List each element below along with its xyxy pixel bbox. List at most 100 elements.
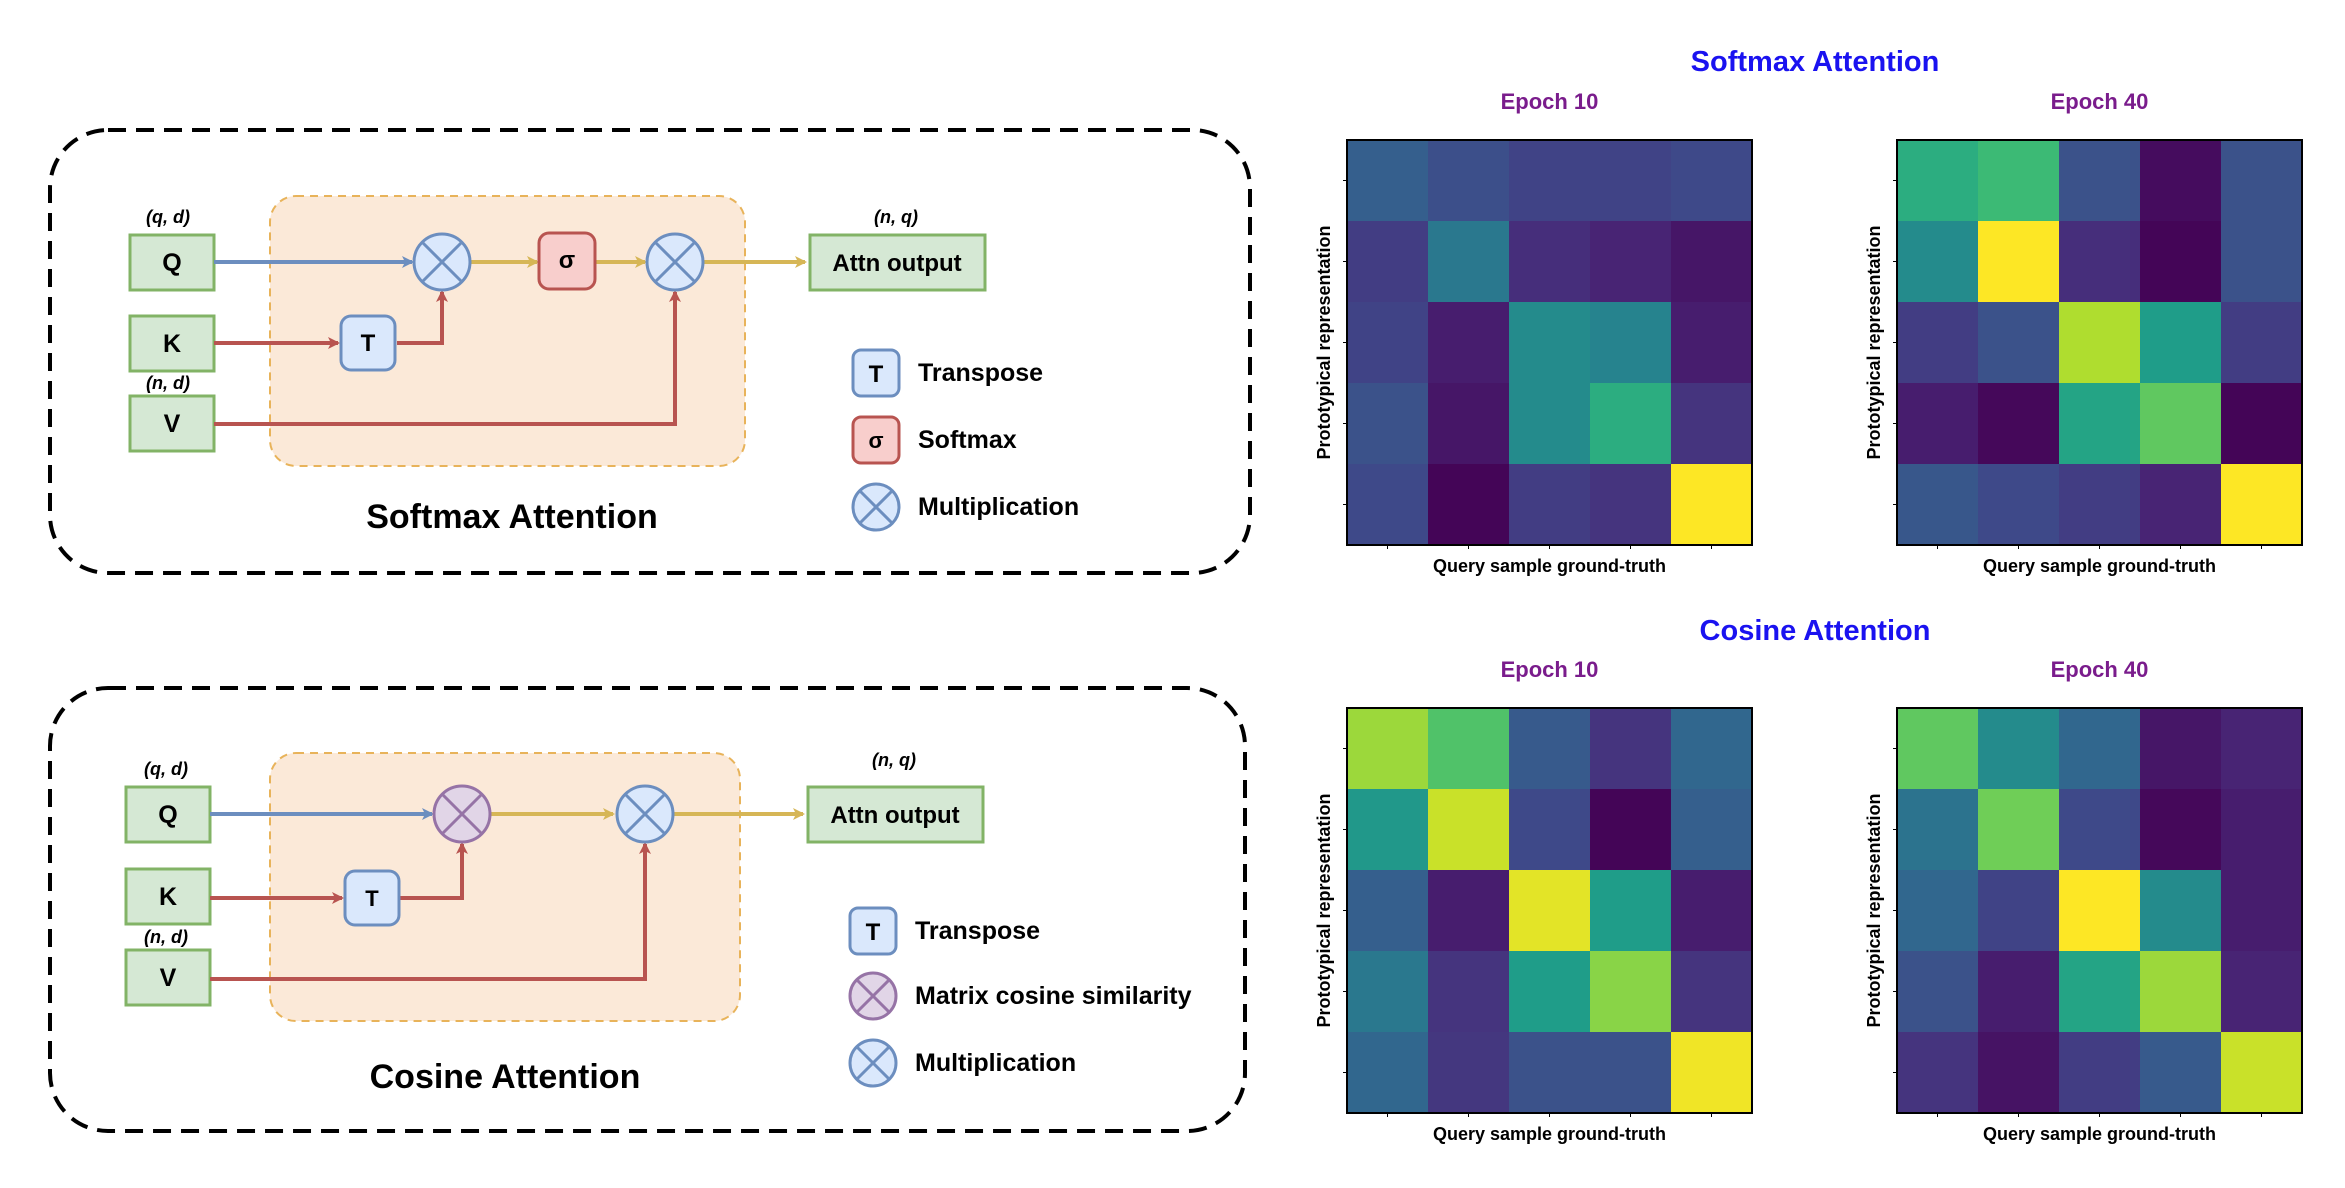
output-label: Attn output bbox=[832, 250, 961, 277]
transpose-legend-icon bbox=[851, 348, 901, 398]
transpose-legend-symbol: T bbox=[866, 919, 881, 946]
heatmap-title: Epoch 10 bbox=[1501, 657, 1599, 682]
multiply-icon bbox=[412, 232, 472, 292]
transpose-node-label: T bbox=[361, 330, 376, 357]
heatmap-cell bbox=[2221, 221, 2303, 303]
heatmap-cell bbox=[1428, 140, 1510, 222]
softmax-node-label: σ bbox=[559, 247, 575, 274]
multiply-legend-icon bbox=[848, 1038, 898, 1088]
heatmap-cell bbox=[1978, 383, 2060, 465]
heatmap-cell bbox=[1897, 464, 1979, 546]
cosine-attention-panel: (q, d) Q K (n, d) V T (n, q) Attn output bbox=[48, 686, 1247, 1133]
panel-title: Cosine Attention bbox=[370, 1058, 641, 1096]
heatmap-cell bbox=[1347, 708, 1429, 790]
transpose-arrow bbox=[400, 842, 468, 900]
v-arrow bbox=[210, 842, 651, 981]
heatmap-title: Epoch 40 bbox=[2051, 89, 2149, 114]
heatmap-cell bbox=[2221, 951, 2303, 1033]
heatmap-cell bbox=[2059, 140, 2141, 222]
heatmap-ylabel: Prototypical representation bbox=[1864, 225, 1884, 459]
heatmap-cell bbox=[2221, 383, 2303, 465]
q-box bbox=[124, 785, 212, 844]
heatmap-cell bbox=[1509, 140, 1591, 222]
output-box bbox=[808, 233, 987, 292]
heatmap-cell bbox=[1347, 870, 1429, 952]
heatmap-cell bbox=[2059, 464, 2141, 546]
heatmap-cell bbox=[1897, 951, 1979, 1033]
q-label: Q bbox=[158, 801, 177, 829]
heatmap-cell bbox=[2140, 464, 2222, 546]
heatmap-cell bbox=[1671, 383, 1753, 465]
heatmap-cell bbox=[1590, 140, 1672, 222]
heatmap-cell bbox=[2140, 383, 2222, 465]
cosine-legend-label: Matrix cosine similarity bbox=[915, 982, 1192, 1010]
v-box bbox=[128, 394, 216, 453]
q-box bbox=[128, 233, 216, 292]
heatmap-cell bbox=[2221, 789, 2303, 871]
kv-shape-label: (n, d) bbox=[146, 373, 190, 393]
heatmap-cell bbox=[1347, 951, 1429, 1033]
heatmap-cell bbox=[1590, 383, 1672, 465]
heatmap-cell bbox=[1671, 221, 1753, 303]
k-label: K bbox=[163, 330, 181, 358]
heatmap-cell bbox=[2059, 302, 2141, 384]
heatmap-cell bbox=[1671, 140, 1753, 222]
heatmap-cell bbox=[1509, 708, 1591, 790]
v-label: V bbox=[164, 410, 181, 438]
kv-shape-label: (n, d) bbox=[144, 927, 188, 947]
heatmap-cell bbox=[1347, 383, 1429, 465]
heatmap-cell bbox=[2059, 951, 2141, 1033]
heatmap-cell bbox=[1978, 1032, 2060, 1114]
heatmap-cell bbox=[2140, 1032, 2222, 1114]
heatmap-cell bbox=[2140, 221, 2222, 303]
heatmap-cell bbox=[2140, 708, 2222, 790]
heatmap-ylabel: Prototypical representation bbox=[1314, 225, 1334, 459]
heatmap-cell bbox=[1347, 789, 1429, 871]
q-shape-label: (q, d) bbox=[146, 207, 190, 227]
output-box bbox=[806, 785, 985, 844]
heatmap-cell bbox=[1978, 221, 2060, 303]
heatmap-cell bbox=[1897, 302, 1979, 384]
cosine-legend-icon bbox=[848, 971, 898, 1021]
panel-dashed-border bbox=[48, 128, 1252, 575]
heatmap-cell bbox=[2221, 870, 2303, 952]
heatmap-cell bbox=[1978, 951, 2060, 1033]
heatmap-xlabel: Query sample ground-truth bbox=[1433, 556, 1666, 576]
heatmap-cell bbox=[2059, 221, 2141, 303]
cosine-similarity-icon bbox=[432, 784, 492, 844]
out-shape-label: (n, q) bbox=[872, 750, 916, 770]
heatmap-cell bbox=[1978, 302, 2060, 384]
heatmap-cell bbox=[2140, 140, 2222, 222]
legend: T Transpose Matrix cosine similarity Mul… bbox=[848, 906, 1192, 1088]
heatmap-cell bbox=[2221, 140, 2303, 222]
v-arrow bbox=[214, 290, 681, 426]
heatmap-cell bbox=[1509, 464, 1591, 546]
transpose-node bbox=[343, 869, 401, 927]
panel-dashed-border bbox=[48, 686, 1247, 1133]
heatmap-cell bbox=[1978, 870, 2060, 952]
softmax-node bbox=[537, 231, 597, 291]
softmax-legend-symbol: σ bbox=[868, 428, 883, 453]
heatmap-cell bbox=[1509, 789, 1591, 871]
heatmap-cell bbox=[2140, 951, 2222, 1033]
heatmap-cell bbox=[1897, 1032, 1979, 1114]
heatmap-cell bbox=[1428, 789, 1510, 871]
heatmap-cell bbox=[1590, 870, 1672, 952]
softmax-attention-panel: (q, d) Q K (n, d) V T σ bbox=[48, 128, 1252, 575]
heatmap-cell bbox=[1671, 951, 1753, 1033]
heatmap-cell bbox=[1671, 708, 1753, 790]
heatmap-cell bbox=[1428, 1032, 1510, 1114]
heatmap-cell bbox=[1671, 302, 1753, 384]
transpose-legend-icon bbox=[848, 906, 898, 956]
heatmap-cell bbox=[2221, 464, 2303, 546]
heatmap-cell bbox=[1590, 221, 1672, 303]
heatmap-cell bbox=[1897, 870, 1979, 952]
transpose-node-label: T bbox=[365, 886, 379, 911]
heatmap-cell bbox=[1590, 302, 1672, 384]
heatmap-cell bbox=[1347, 302, 1429, 384]
heatmap-cell bbox=[2140, 789, 2222, 871]
heatmap-cell bbox=[2059, 870, 2141, 952]
